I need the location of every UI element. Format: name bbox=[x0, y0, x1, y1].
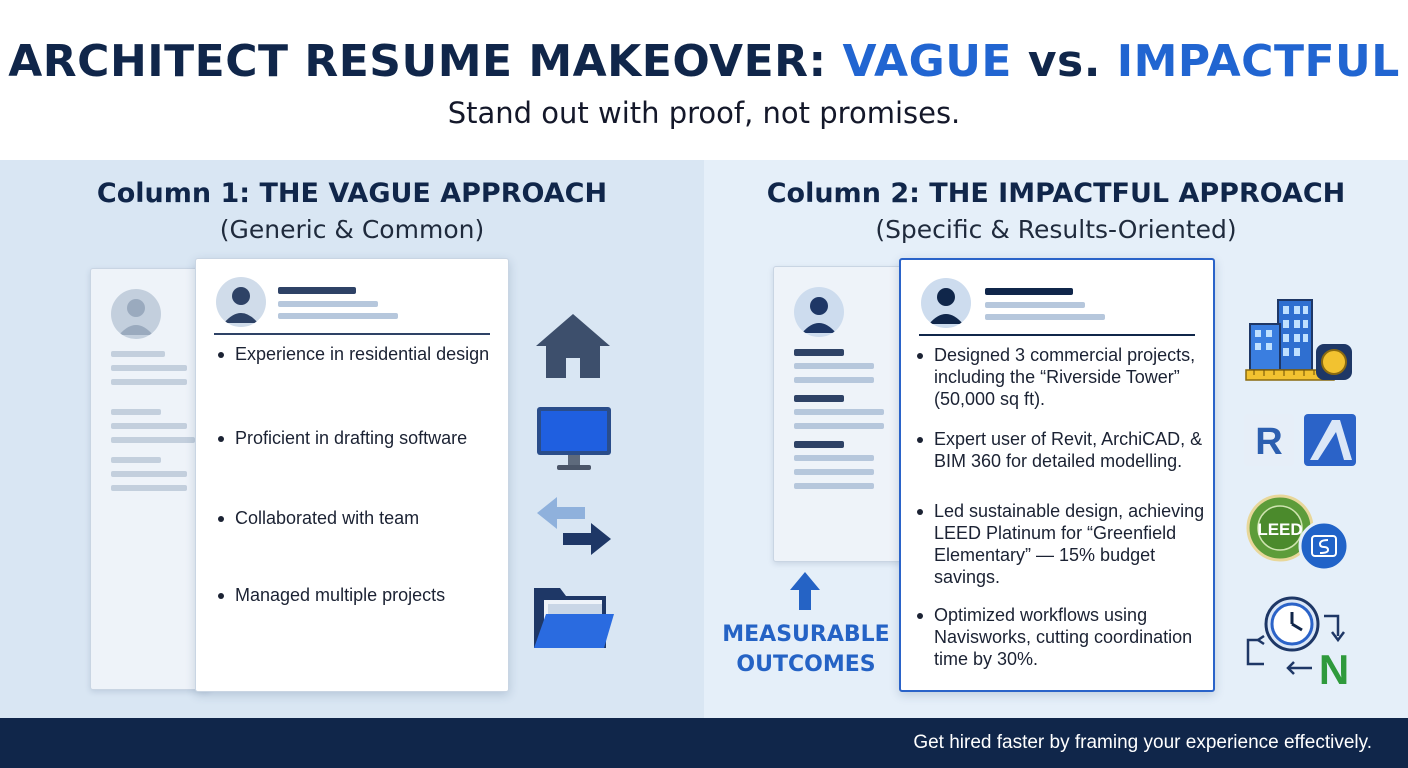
measurable-outcomes-callout: MEASURABLE OUTCOMES bbox=[716, 620, 896, 680]
callout-line-1: MEASURABLE bbox=[722, 622, 890, 647]
title-vague: VAGUE bbox=[842, 36, 1012, 87]
impactful-heading-subtitle: (Specific & Results-Oriented) bbox=[875, 215, 1237, 244]
exchange-arrows-icon bbox=[535, 495, 613, 564]
title-impactful: IMPACTFUL bbox=[1116, 36, 1400, 87]
page-subtitle: Stand out with proof, not promises. bbox=[447, 96, 961, 130]
impactful-heading: Column 2: THE IMPACTFUL APPROACH (Specif… bbox=[704, 178, 1408, 244]
vague-heading-subtitle: (Generic & Common) bbox=[219, 215, 485, 244]
navisworks-letter: N bbox=[1319, 646, 1349, 688]
vague-resume-sheet bbox=[195, 258, 509, 692]
vague-resume-back-sheet bbox=[90, 268, 210, 690]
avatar-icon bbox=[216, 277, 266, 327]
impactful-resume-sheet bbox=[899, 258, 1215, 692]
monitor-icon bbox=[535, 405, 613, 478]
clock-cycle-navisworks-icon: N bbox=[1244, 596, 1358, 693]
footer-text: Get hired faster by framing your experie… bbox=[913, 732, 1372, 753]
impactful-bullet: Expert user of Revit, ArchiCAD, & BIM 36… bbox=[914, 428, 1206, 472]
impactful-heading-title: Column 2: THE IMPACTFUL APPROACH bbox=[766, 178, 1346, 209]
impactful-bullet: Led sustainable design, achieving LEED P… bbox=[914, 500, 1206, 588]
buildings-tape-measure-icon bbox=[1244, 290, 1356, 395]
impactful-resume-back-sheet bbox=[773, 266, 903, 562]
avatar-icon bbox=[921, 278, 971, 328]
avatar-icon bbox=[794, 287, 844, 337]
vague-heading: Column 1: THE VAGUE APPROACH (Generic & … bbox=[0, 178, 704, 244]
footer-bar: Get hired faster by framing your experie… bbox=[0, 718, 1408, 768]
folder-icon bbox=[532, 580, 616, 659]
vague-heading-title: Column 1: THE VAGUE APPROACH bbox=[96, 178, 608, 209]
impactful-bullet: Optimized workflows using Navisworks, cu… bbox=[914, 604, 1206, 670]
arrow-up-icon bbox=[788, 570, 822, 617]
title-vs: vs. bbox=[1012, 36, 1117, 87]
leed-badge-icon: LEED bbox=[1246, 494, 1352, 579]
callout-line-2: OUTCOMES bbox=[736, 652, 876, 677]
vague-bullet: Experience in residential design bbox=[215, 343, 489, 365]
leed-letters: LEED bbox=[1257, 520, 1302, 539]
vague-bullet: Managed multiple projects bbox=[215, 584, 445, 606]
page-title: ARCHITECT RESUME MAKEOVER: VAGUE vs. IMP… bbox=[0, 36, 1408, 87]
vague-bullet: Collaborated with team bbox=[215, 507, 419, 529]
impactful-bullet: Designed 3 commercial projects, includin… bbox=[914, 344, 1206, 410]
avatar-placeholder-icon bbox=[111, 289, 161, 339]
revit-archicad-logos-icon: R bbox=[1244, 414, 1358, 473]
vague-bullet: Proficient in drafting software bbox=[215, 427, 467, 449]
house-icon bbox=[534, 312, 612, 385]
revit-letter: R bbox=[1255, 421, 1282, 463]
title-part-1: ARCHITECT RESUME MAKEOVER: bbox=[8, 36, 843, 87]
